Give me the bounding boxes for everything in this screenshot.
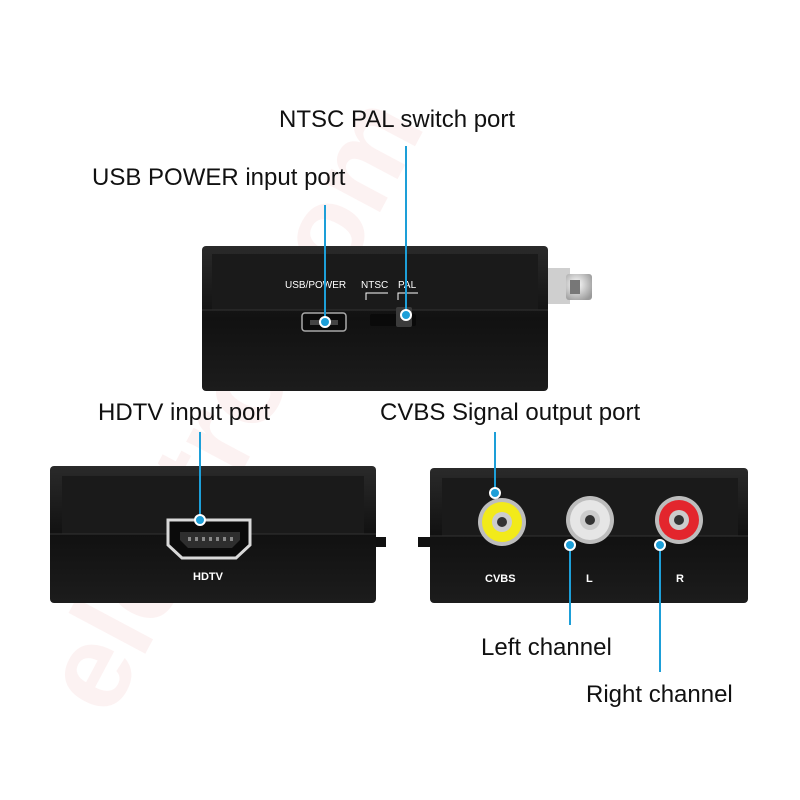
side-rca-jack xyxy=(548,268,592,304)
right-jack xyxy=(655,496,703,544)
right-channel-callout-label: Right channel xyxy=(586,681,733,708)
hdtv-panel-label: HDTV xyxy=(193,571,224,583)
usb-power-callout-label: USB POWER input port xyxy=(92,164,346,191)
cvbs-callout-label: CVBS Signal output port xyxy=(380,399,641,426)
left-channel-callout-label: Left channel xyxy=(481,634,612,661)
pal-panel-label: PAL xyxy=(398,280,417,291)
ntsc-panel-label: NTSC xyxy=(361,280,388,291)
hdmi-port xyxy=(166,518,252,560)
hdmi-device: HDTV xyxy=(50,466,386,603)
l-panel-label: L xyxy=(586,573,593,585)
cvbs-panel-label: CVBS xyxy=(485,573,516,585)
left-jack xyxy=(566,496,614,544)
rca-device: CVBS L R xyxy=(418,468,748,603)
r-panel-label: R xyxy=(676,573,684,585)
callout-lines xyxy=(199,146,661,672)
cvbs-jack xyxy=(478,498,526,546)
top-device: USB/POWER NTSC PAL xyxy=(202,246,592,391)
usb-power-panel-label: USB/POWER xyxy=(285,280,346,291)
hdtv-callout-label: HDTV input port xyxy=(98,399,271,426)
callout-dots xyxy=(194,309,666,551)
ntsc-pal-callout-label: NTSC PAL switch port xyxy=(279,106,516,133)
